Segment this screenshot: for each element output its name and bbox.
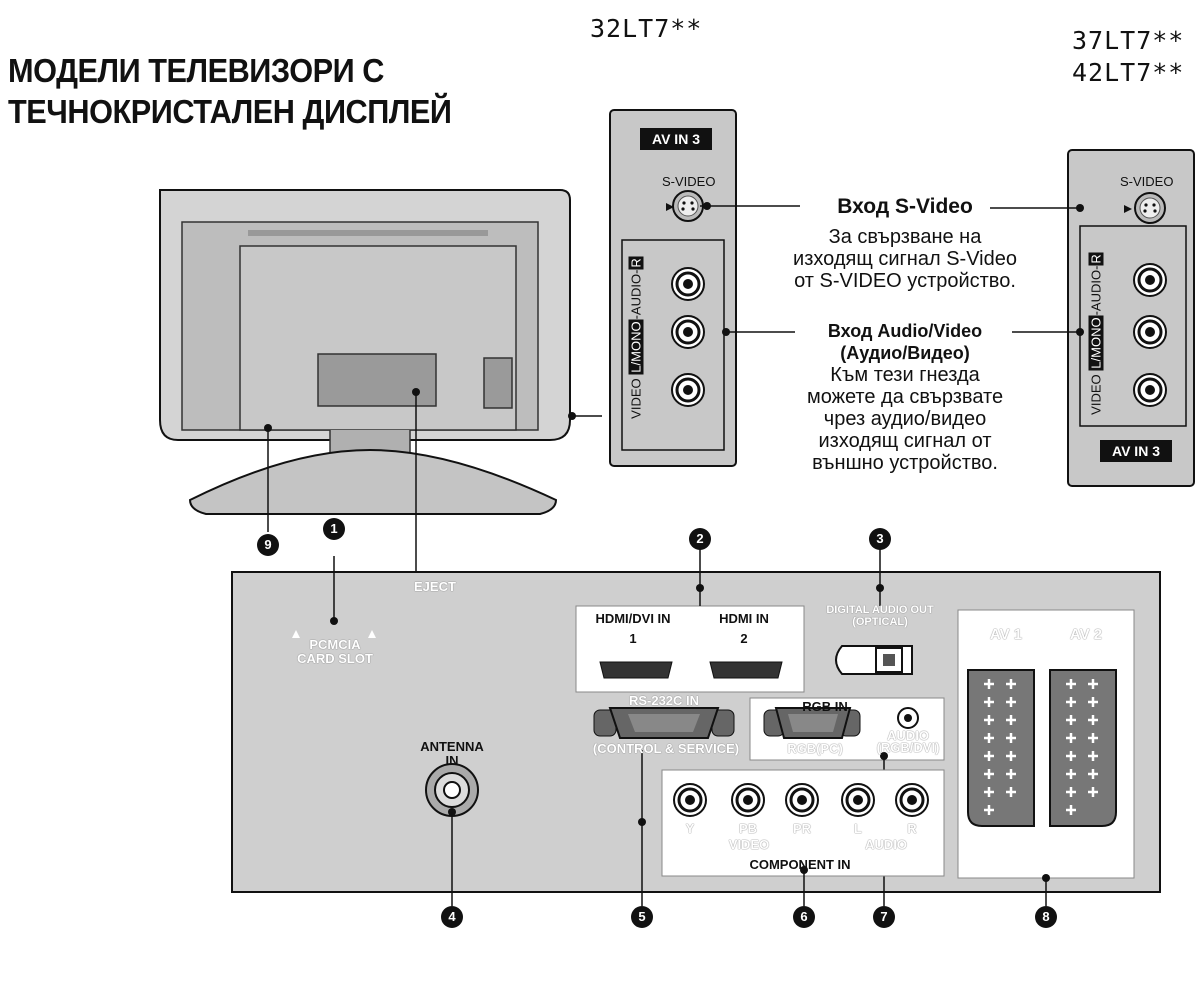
comp-y-label: Y <box>685 821 695 836</box>
marker-2: 2 <box>689 528 711 550</box>
model-label-right-1: 37LT7** <box>1072 26 1185 55</box>
av-vertical-label-right: VIDEO L/MONO-AUDIO-R <box>1088 252 1104 415</box>
comp-pr-label: PR <box>792 821 812 836</box>
s-video-label-right: S-VIDEO <box>1120 174 1174 189</box>
antenna-label: ANTENNA IN <box>420 739 484 768</box>
marker-7: 7 <box>873 906 895 928</box>
audio-video-callout: Вход Audio/Video (Аудио/Видео) Към тези … <box>806 321 1004 474</box>
rgb-in-label: RGB IN <box>802 699 848 714</box>
marker-4: 4 <box>441 906 463 928</box>
marker-9: 9 <box>257 534 279 556</box>
hdmi-label: HDMI IN 2 <box>719 611 769 646</box>
av2-label: AV 2 <box>1069 626 1103 643</box>
marker-6: 6 <box>793 906 815 928</box>
page-title: МОДЕЛИ ТЕЛЕВИЗОРИ С ТЕЧНОКРИСТАЛЕН ДИСПЛ… <box>8 52 452 130</box>
rgb-pc-label: RGB(PC) <box>787 741 843 756</box>
eject-label: EJECT <box>414 579 456 594</box>
comp-l-label: L <box>854 821 862 836</box>
hdmi-dvi-label: HDMI/DVI IN 1 <box>595 611 671 646</box>
comp-r-label: R <box>907 821 917 836</box>
marker-3: 3 <box>869 528 891 550</box>
s-video-callout: Вход S-Video За свързване на изходящ сиг… <box>793 195 1017 293</box>
av-vertical-label-left: VIDEO L/MONO-AUDIO-R <box>628 256 644 419</box>
av-in3-label-left: AV IN 3 <box>652 131 700 147</box>
av1-label: AV 1 <box>989 626 1023 643</box>
av-in3-label-right: AV IN 3 <box>1112 443 1160 459</box>
pcmcia-label: PCMCIA CARD SLOT <box>297 637 373 666</box>
tv-rear-illustration <box>159 189 602 582</box>
comp-video-label: VIDEO <box>728 837 770 852</box>
side-av-panel-left <box>609 109 800 467</box>
side-av-panel-right <box>990 149 1195 487</box>
marker-1: 1 <box>323 518 345 540</box>
rs232-sub-label: (CONTROL & SERVICE) <box>592 741 740 756</box>
rear-connection-panel <box>231 548 1161 906</box>
rs232-label: RS-232C IN <box>628 693 700 708</box>
audio-rgb-label: AUDIO (RGB/DVI) <box>876 728 940 755</box>
optical-label: DIGITAL AUDIO OUT (OPTICAL) <box>826 604 934 628</box>
component-in-label: COMPONENT IN <box>749 857 851 872</box>
marker-8: 8 <box>1035 906 1057 928</box>
model-label-right-2: 42LT7** <box>1072 58 1185 87</box>
comp-pb-label: PB <box>738 821 758 836</box>
model-label-left: 32LT7** <box>590 14 703 43</box>
s-video-label-left: S-VIDEO <box>662 174 716 189</box>
comp-audio-label: AUDIO <box>865 837 907 852</box>
marker-5: 5 <box>631 906 653 928</box>
